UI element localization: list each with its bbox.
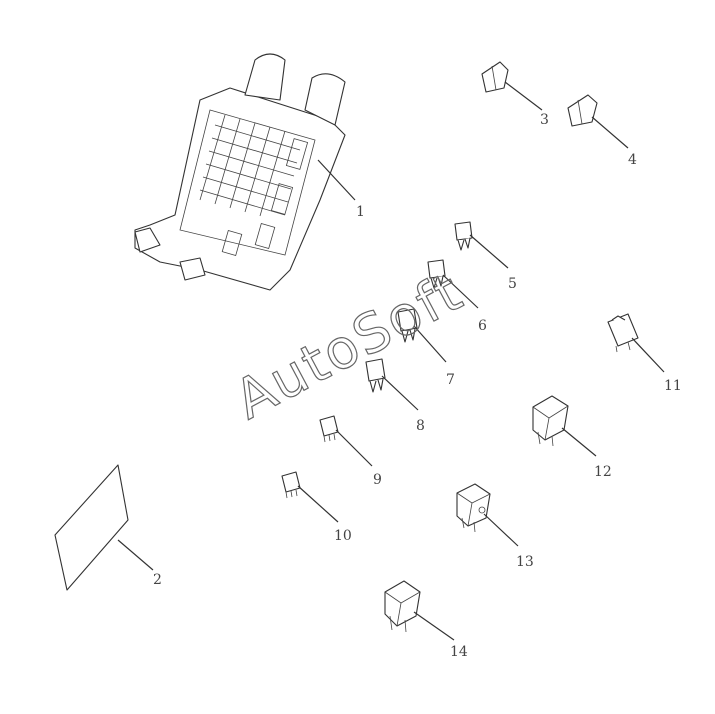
fuse-grid	[199, 114, 301, 217]
label-part-8: 8	[416, 418, 425, 434]
label-part-6: 6	[478, 318, 487, 334]
fuse-holder-part-3	[481, 61, 509, 93]
leader-line-7	[413, 325, 447, 363]
leader-line-4	[591, 116, 629, 149]
leader-line-2	[117, 539, 154, 571]
leader-line-14	[413, 611, 455, 641]
leader-line-6	[442, 274, 479, 309]
label-part-7: 7	[446, 372, 455, 388]
blade-fuse-part-6	[427, 259, 446, 289]
label-part-5: 5	[508, 276, 517, 292]
label-part-3: 3	[540, 112, 549, 128]
mini-relay-part-10	[281, 471, 301, 499]
fuse-box-part-1	[134, 53, 346, 291]
leader-line-13	[483, 513, 519, 547]
leader-line-8	[381, 375, 419, 411]
leader-line-1	[317, 159, 356, 201]
label-part-13: 13	[516, 554, 534, 570]
blade-fuse-part-7	[397, 308, 418, 343]
blade-fuse-part-5	[454, 221, 473, 251]
leader-line-10	[297, 485, 339, 523]
leader-line-5	[469, 234, 509, 269]
relay-part-14	[384, 580, 421, 633]
label-part-14: 14	[450, 644, 468, 660]
label-part-11: 11	[664, 378, 682, 394]
blade-fuse-part-8	[365, 358, 386, 393]
leader-line-9	[335, 429, 373, 467]
label-card-part-2	[54, 464, 129, 591]
relay-part-13	[456, 483, 491, 533]
label-part-1: 1	[356, 204, 365, 220]
label-part-9: 9	[373, 472, 382, 488]
leader-line-3	[504, 81, 543, 111]
micro-relay-part-11	[607, 313, 639, 353]
label-part-2: 2	[153, 572, 162, 588]
relay-part-12	[532, 395, 569, 447]
mini-relay-part-9	[319, 415, 339, 443]
leader-line-11	[631, 337, 665, 373]
fuse-holder-part-4	[567, 94, 598, 127]
leader-line-12	[561, 427, 597, 457]
label-part-10: 10	[334, 528, 352, 544]
label-part-12: 12	[594, 464, 612, 480]
label-part-4: 4	[628, 152, 637, 168]
